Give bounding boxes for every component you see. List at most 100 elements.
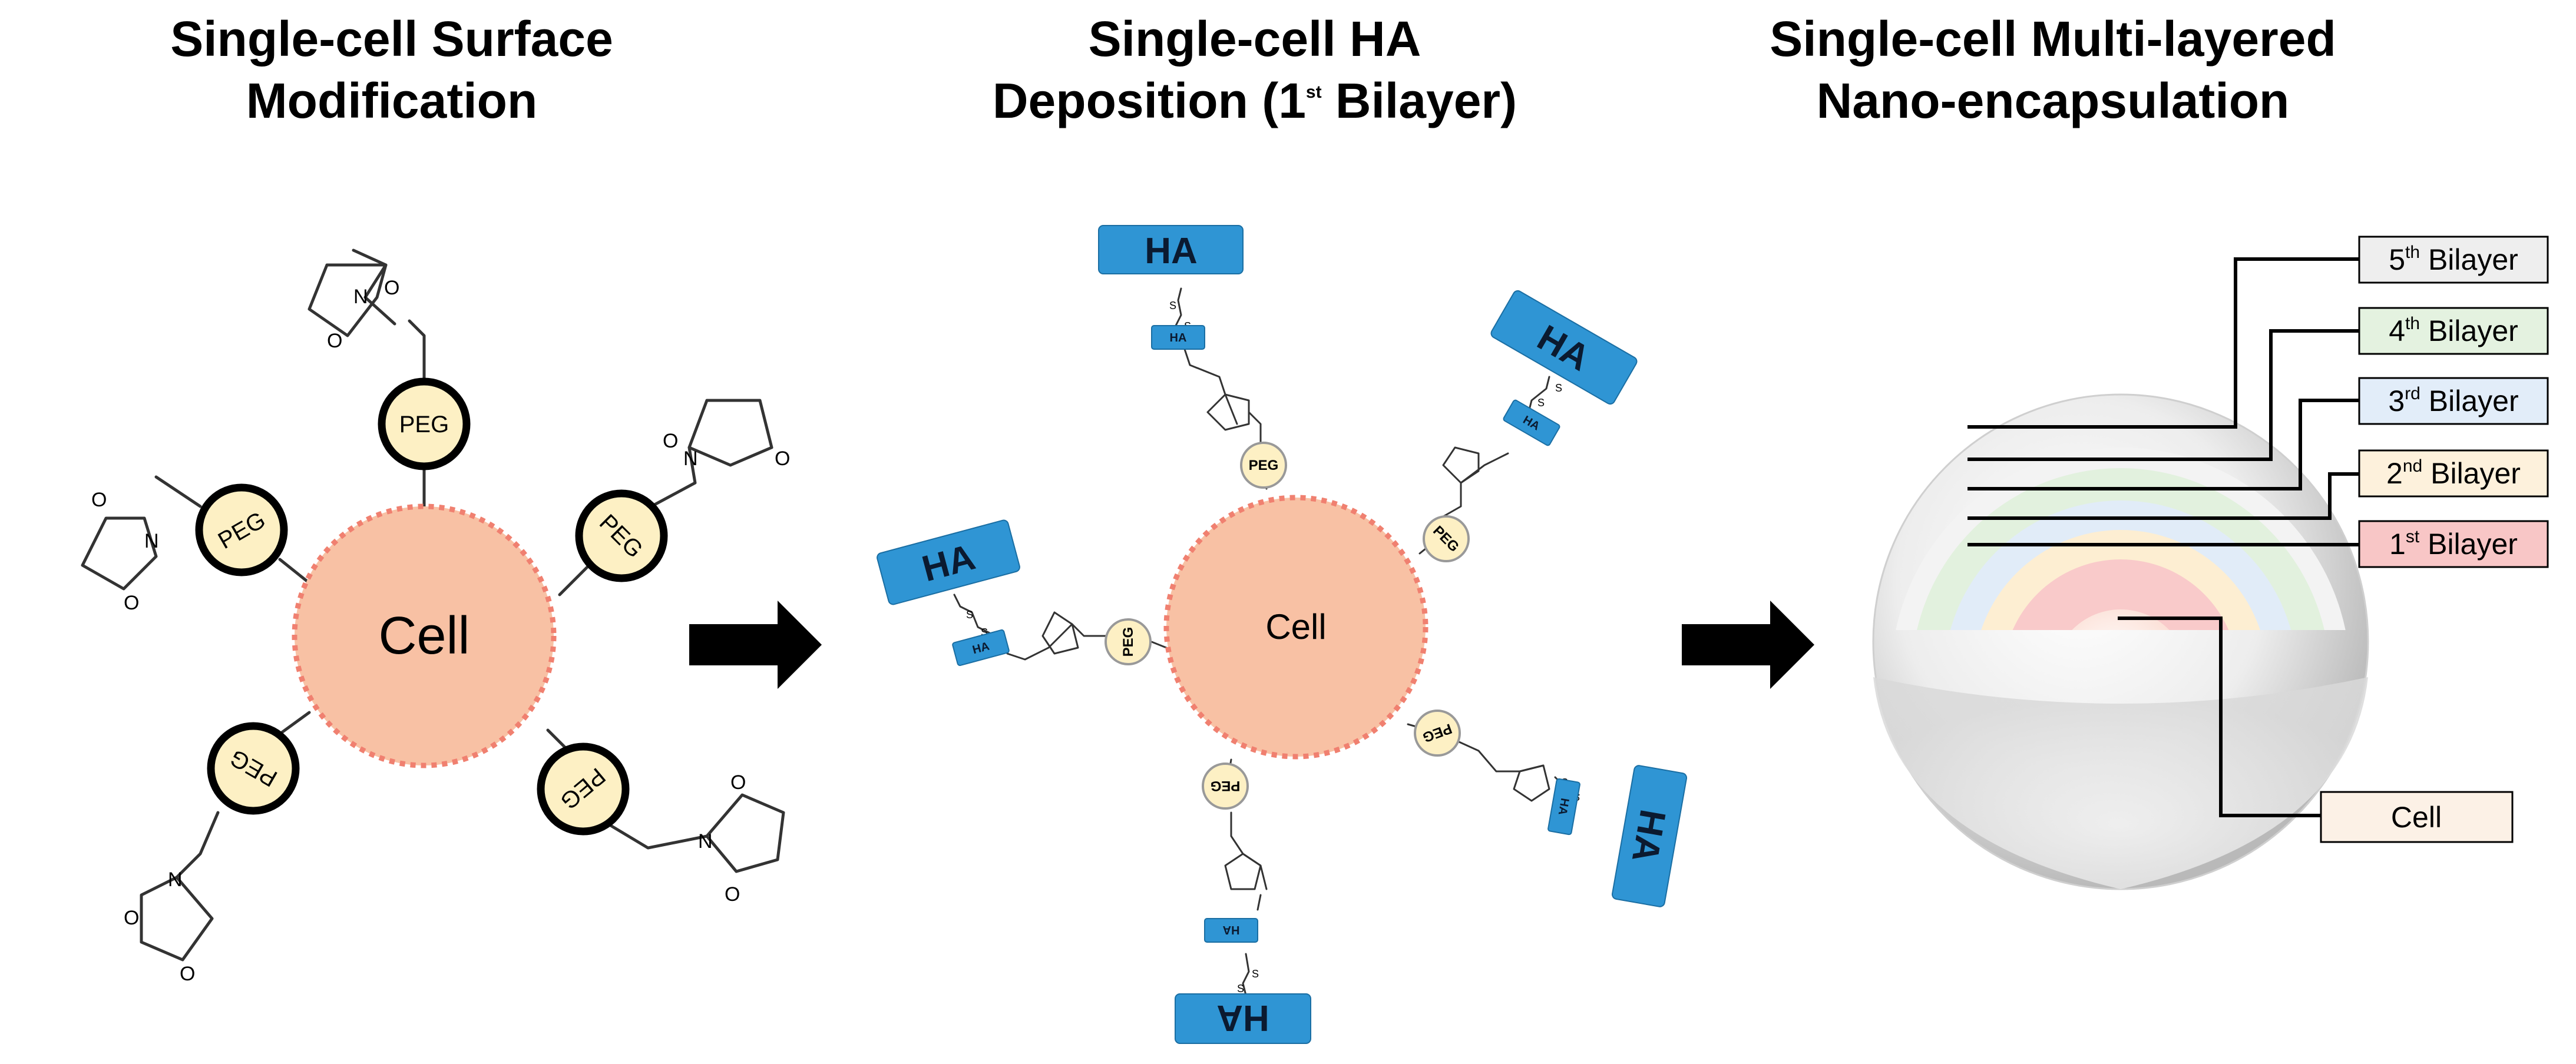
oxygen-label: O	[775, 448, 790, 470]
peg-label: PEG	[1120, 627, 1136, 657]
sulfur-label: S	[1537, 397, 1545, 409]
oxygen-label: O	[124, 592, 139, 614]
cell-label: Cell	[2391, 801, 2442, 834]
cell-circle	[292, 503, 557, 768]
ha-rect	[1204, 918, 1258, 943]
panel3-title: Single-cell Multi-layered Nano-encapsula…	[1770, 11, 2336, 128]
ha-block-small: HA	[1204, 918, 1258, 943]
panel1-title-line2: Modification	[246, 73, 538, 128]
panel3-diagram: 5th Bilayer 4th Bilayer 3rd Bilayer 2nd …	[1872, 236, 2549, 890]
peg-node: PEG	[1240, 442, 1287, 489]
peg-nodes: PEG PEG PEG PEG PEG	[195, 377, 668, 836]
arrow-right-icon	[689, 601, 822, 689]
sulfur-label: S	[966, 609, 973, 621]
ha-rect	[877, 519, 1020, 605]
panel2-title-post: Bilayer)	[1322, 73, 1517, 128]
ha-rect	[1151, 325, 1205, 350]
panel2-title: Single-cell HA Deposition (1st Bilayer)	[993, 11, 1517, 128]
cell-label-box	[2320, 791, 2514, 843]
oxygen-atoms: O O N O O N O O N O O N O O N	[91, 277, 790, 985]
cell-label: Cell	[1265, 607, 1326, 647]
oxygen-label: O	[124, 907, 139, 929]
layer-label-4: 4th Bilayer	[2358, 307, 2549, 355]
peg-circle	[1202, 763, 1249, 810]
ha-block-small: HA	[1151, 325, 1205, 350]
peg-circle	[195, 483, 288, 576]
ha-rect	[1547, 778, 1580, 836]
arrow-right-icon	[1682, 601, 1814, 689]
peg-circle	[537, 743, 630, 836]
ha-rect	[1098, 225, 1244, 274]
panel3-title-line1: Single-cell Multi-layered	[1770, 11, 2336, 67]
layer-labels: 5th Bilayer 4th Bilayer 3rd Bilayer 2nd …	[2320, 236, 2549, 843]
peg-node: PEG	[537, 743, 630, 836]
peg-label: PEG	[1249, 458, 1279, 473]
nitrogen-label: N	[144, 530, 159, 552]
ha-block-large: HA	[1098, 225, 1244, 274]
sulfur-label: S	[1169, 300, 1176, 311]
layer-label-3: 3rd Bilayer	[2358, 377, 2549, 425]
oxygen-label: O	[384, 277, 399, 299]
layer-label-text: 5th Bilayer	[2389, 243, 2518, 276]
oxygen-label: O	[91, 489, 107, 511]
layer-label-text: 1st Bilayer	[2389, 527, 2518, 561]
layer-label-5: 5th Bilayer	[2358, 236, 2549, 284]
panel2-title-line1: Single-cell HA	[1089, 11, 1421, 67]
oxygen-label: O	[663, 430, 678, 452]
cell-circle	[1163, 495, 1428, 760]
ha-label: HA	[1145, 231, 1198, 271]
nitrogen-label: N	[683, 448, 698, 470]
peg-circle	[575, 489, 668, 582]
peg-circle	[1414, 710, 1461, 757]
sulfur-label: S	[1252, 968, 1259, 980]
ha-label: HA	[1223, 923, 1240, 936]
nitrogen-label: N	[168, 869, 183, 891]
sulfur-label: S	[1237, 983, 1244, 995]
layer-label-box	[2358, 236, 2549, 284]
ha-label: HA	[1216, 997, 1269, 1038]
peg-node: PEG	[378, 377, 471, 470]
ha-block-large: HA	[1175, 993, 1311, 1044]
panel2-diagram: S S S S S S S S S S Cell PEG PEG PEG	[877, 225, 1688, 1044]
oxygen-label: O	[180, 963, 195, 985]
panel1-diagram: O O N O O N O O N O O N O O N Cell PEG P	[81, 248, 790, 985]
ha-label: HA	[1556, 797, 1572, 816]
layer-1-ring	[2012, 559, 2229, 630]
peg-node: PEG	[1414, 710, 1461, 757]
ha-rect	[1611, 765, 1688, 907]
peg-node: PEG	[1105, 618, 1152, 665]
layer-label-text: 3rd Bilayer	[2388, 384, 2518, 417]
leader-lines	[1967, 257, 2359, 817]
ha-rect	[1175, 993, 1311, 1044]
nitrogen-label: N	[698, 830, 713, 853]
panel2-title-line2: Deposition (1st Bilayer)	[993, 73, 1517, 128]
ha-blocks: HA HA HA HA HA HA	[877, 225, 1688, 1044]
peg-circle	[1105, 618, 1152, 665]
ha-block-large: HA	[1611, 765, 1688, 907]
peg-node: PEG	[575, 489, 668, 582]
cell-label: Cell	[378, 606, 469, 665]
peg-node: PEG	[1202, 763, 1249, 810]
peg-node: PEG	[207, 722, 300, 815]
layer-label-2: 2nd Bilayer	[2358, 449, 2549, 498]
peg-circle	[207, 722, 300, 815]
ha-block-small: HA	[1503, 399, 1560, 446]
panel3-title-line2: Nano-encapsulation	[1817, 73, 2290, 128]
peg-node: PEG	[1423, 515, 1470, 562]
peg-label: PEG	[399, 412, 449, 437]
sulfur-label: S	[1555, 382, 1562, 394]
ha-label: HA	[1624, 807, 1674, 866]
peg-label: PEG	[1211, 778, 1241, 794]
nitrogen-label: N	[353, 286, 368, 308]
panel1-title: Single-cell Surface Modification	[170, 11, 613, 128]
layer-label-box	[2358, 377, 2549, 425]
layer-rings	[1896, 448, 2346, 630]
oxygen-label: O	[725, 883, 740, 906]
oxygen-label: O	[730, 771, 746, 794]
ha-rect	[952, 629, 1010, 667]
ha-block-large: HA	[877, 519, 1020, 605]
peg-node: PEG	[195, 483, 288, 576]
cutaway-base	[1873, 677, 2368, 889]
ha-block-small: HA	[952, 629, 1010, 667]
ha-block-small: HA	[1547, 778, 1580, 836]
